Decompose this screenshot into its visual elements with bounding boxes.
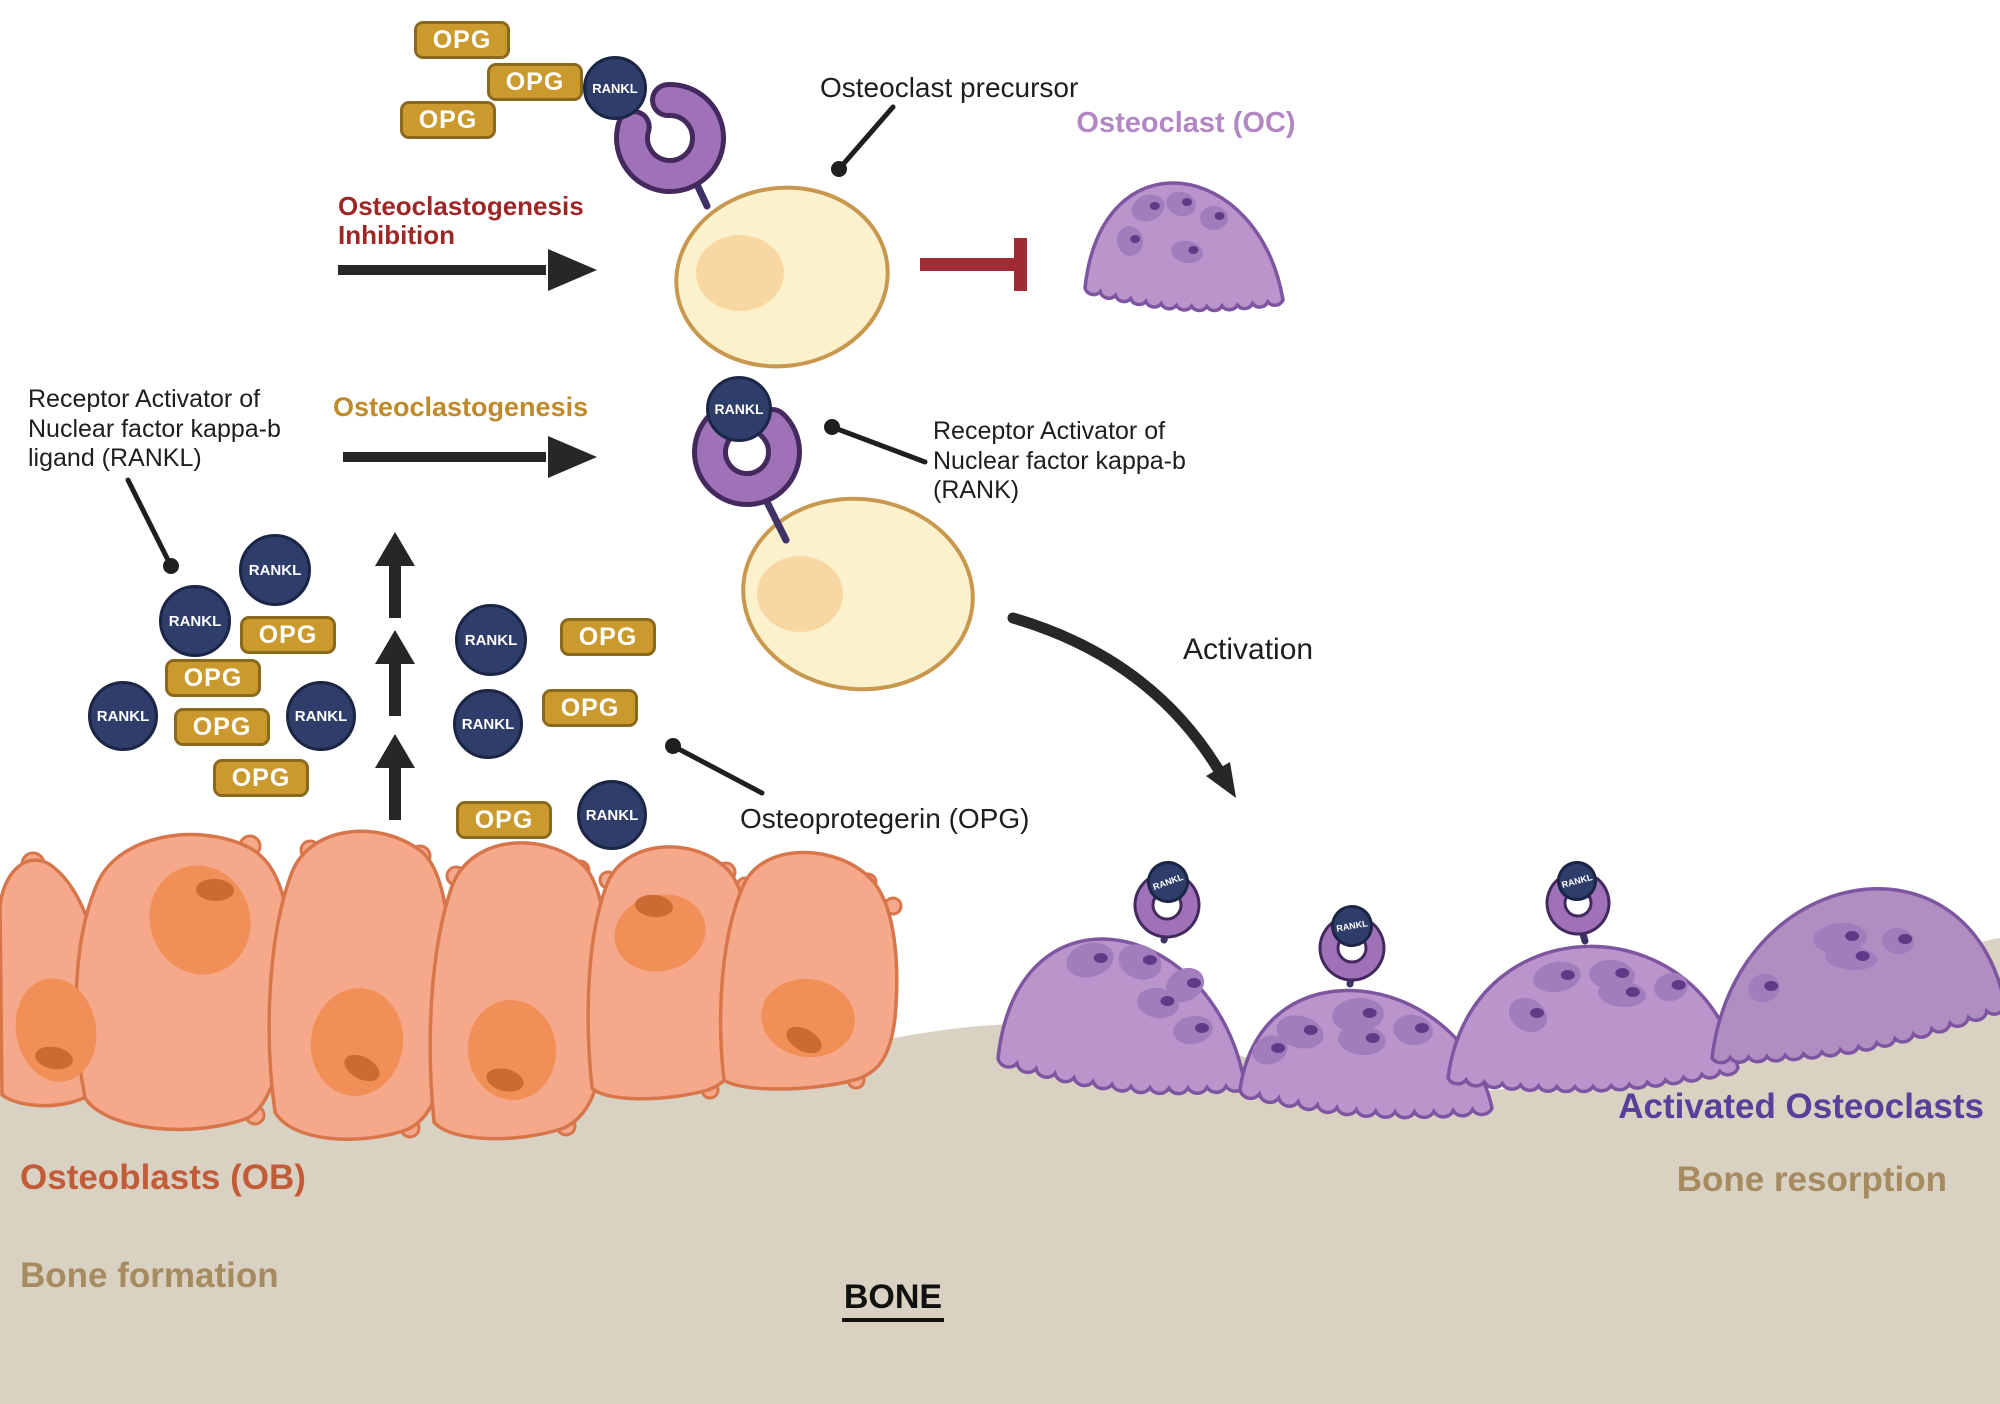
osteoclast-nucleus bbox=[1338, 1024, 1386, 1056]
osteoblast-nucleus bbox=[310, 988, 404, 1096]
osteoclast-nucleolus bbox=[1764, 981, 1779, 991]
inhibition-tbar-cap bbox=[1014, 238, 1027, 291]
arrow-head-icon bbox=[548, 436, 597, 478]
osteoclast-nucleolus bbox=[1415, 1023, 1429, 1033]
osteoclast-nucleolus bbox=[1615, 968, 1630, 978]
osteoblast-nucleolus bbox=[486, 1068, 524, 1092]
pointer-dot bbox=[831, 161, 847, 177]
osteoclast-nucleus bbox=[1813, 922, 1867, 954]
rank-receptor-icon bbox=[1321, 921, 1383, 979]
osteoblast-nucleus bbox=[614, 894, 706, 972]
osteoclast-nucleus bbox=[1066, 942, 1114, 978]
osteoclast-nucleolus bbox=[1188, 246, 1199, 254]
osteoclast-nucleolus bbox=[1093, 953, 1108, 963]
osteoblast-nucleolus bbox=[635, 894, 673, 918]
osteoclast-nucleolus bbox=[1671, 980, 1686, 990]
precursor-nucleus bbox=[757, 556, 843, 632]
osteoclast-nucleolus bbox=[1303, 1025, 1318, 1035]
pointer-dot bbox=[163, 558, 179, 574]
osteoclast-nucleolus bbox=[1362, 1008, 1377, 1018]
rank-receptor-icon bbox=[697, 406, 797, 502]
osteoclast-nucleus bbox=[1252, 1035, 1288, 1065]
osteoblast-nucleolus bbox=[786, 1026, 822, 1054]
osteoclast-nucleolus bbox=[1845, 931, 1860, 941]
osteoclast-nucleus bbox=[1508, 997, 1548, 1033]
osteoclast-nucleus bbox=[1654, 972, 1688, 1002]
osteoclast-nucleolus bbox=[1271, 1043, 1286, 1053]
pointer-line bbox=[670, 743, 765, 796]
up-arrow-head-icon bbox=[375, 630, 415, 664]
bone-surface bbox=[0, 938, 2000, 1404]
osteoclast-nucleus bbox=[1118, 944, 1162, 980]
osteoblast-nucleolus bbox=[196, 878, 234, 902]
osteoclast-nucleus bbox=[1276, 1015, 1324, 1049]
osteoclast-nucleolus bbox=[1214, 212, 1225, 220]
osteoclast-nucleolus bbox=[1625, 987, 1640, 997]
osteoclast-nucleolus bbox=[1898, 934, 1913, 944]
osteoclast-nucleus bbox=[1165, 967, 1205, 1003]
precursor-nucleus bbox=[696, 235, 784, 311]
osteoclast-nucleus bbox=[1116, 226, 1144, 256]
osteoclast-nucleus bbox=[1332, 997, 1384, 1033]
osteoclast-nucleolus bbox=[1142, 955, 1157, 965]
osteoclast-nucleus bbox=[1131, 194, 1165, 222]
pointer-line bbox=[836, 104, 896, 172]
pointer-line bbox=[125, 477, 174, 569]
osteoclast-nucleus bbox=[1533, 961, 1581, 993]
osteoclast-nucleus bbox=[1173, 1015, 1213, 1045]
osteoblast-nucleolus bbox=[344, 1054, 380, 1082]
rank-receptor-icon bbox=[1136, 878, 1198, 936]
pointer-line bbox=[829, 424, 928, 465]
osteoclast-nucleus bbox=[1748, 973, 1780, 1003]
osteoclast-nucleolus bbox=[1130, 235, 1141, 243]
inhibition-tbar bbox=[920, 258, 1020, 271]
osteoclast-nucleolus bbox=[1365, 1033, 1380, 1043]
osteoclast-nucleolus bbox=[1160, 996, 1175, 1006]
pointer-dot bbox=[665, 738, 681, 754]
osteoclast-nucleolus bbox=[1182, 198, 1192, 206]
activation-arrow-head-icon bbox=[1206, 762, 1236, 798]
osteoclast-nucleus bbox=[1200, 206, 1228, 230]
osteoclast-nucleolus bbox=[1560, 970, 1575, 980]
osteoclast-nucleus bbox=[1166, 191, 1196, 217]
osteoclast-precursor-cell bbox=[741, 496, 975, 692]
receptor-stem bbox=[761, 494, 790, 544]
up-arrow-head-icon bbox=[375, 532, 415, 566]
pointer-dot bbox=[824, 419, 840, 435]
osteoclast-nucleolus bbox=[1530, 1008, 1544, 1018]
arrow-head-icon bbox=[548, 249, 597, 291]
activated-osteoclast-cell bbox=[1710, 887, 2000, 1065]
osteoblast-nucleus bbox=[761, 978, 855, 1058]
osteoclast-nucleolus bbox=[1855, 951, 1870, 961]
activation-arrow bbox=[1007, 612, 1224, 775]
osteoclast-nucleolus bbox=[1187, 978, 1201, 988]
osteoclast-nucleus bbox=[1137, 987, 1179, 1019]
osteoclast-nucleolus bbox=[1149, 202, 1160, 210]
osteoclast-nucleolus bbox=[1195, 1023, 1209, 1033]
osteoblast-nucleolus bbox=[35, 1046, 73, 1070]
up-arrow-head-icon bbox=[375, 734, 415, 768]
rank-receptor-icon bbox=[1548, 876, 1608, 933]
rank-receptor-icon bbox=[619, 87, 721, 189]
osteoclast-nucleus bbox=[1393, 1014, 1433, 1046]
